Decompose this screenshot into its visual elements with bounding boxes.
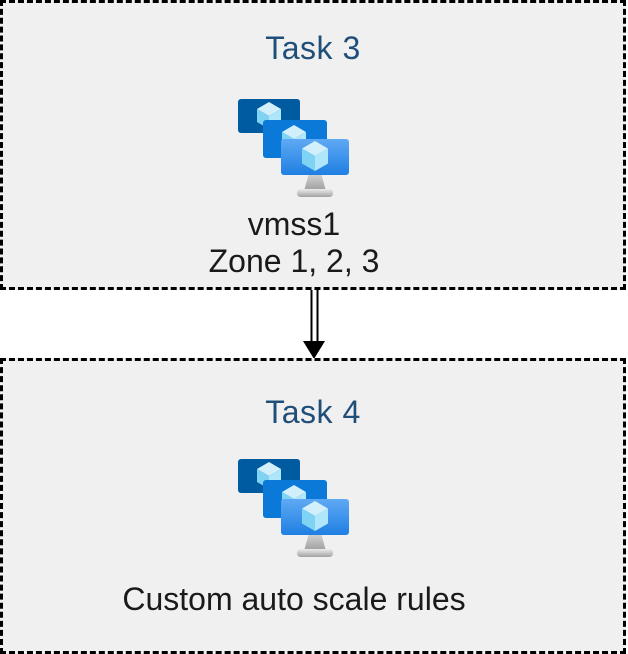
vm-scale-sets-icon [237, 459, 349, 557]
vm-scale-sets-icon [238, 99, 349, 197]
zone-label: Zone 1, 2, 3 [208, 243, 380, 279]
task3-caption: vmss1 Zone 1, 2, 3 [209, 206, 380, 280]
flow-arrow-down [303, 290, 325, 359]
task4-title: Task 4 [265, 394, 361, 430]
task3-box: Task 3 [0, 0, 626, 290]
vmss-name-label: vmss1 [247, 206, 341, 242]
autoscale-rules-label: Custom auto scale rules [122, 581, 466, 617]
task3-icon-group: vmss1 Zone 1, 2, 3 [209, 69, 380, 280]
task3-title: Task 3 [265, 30, 361, 66]
task4-icon-group: Custom auto scale rules [122, 433, 466, 618]
task4-caption: Custom auto scale rules [122, 581, 465, 618]
task4-box: Task 4 [0, 358, 626, 654]
